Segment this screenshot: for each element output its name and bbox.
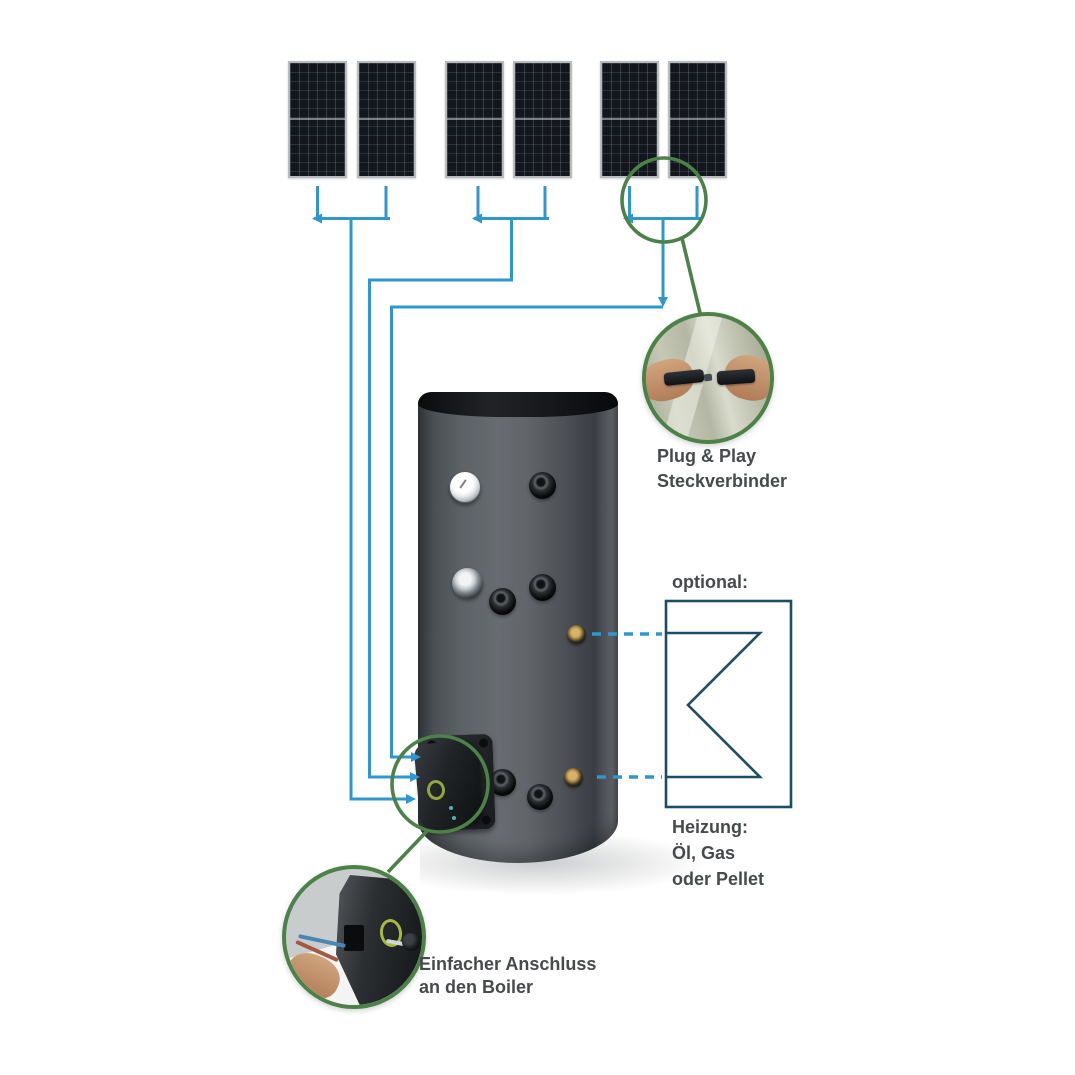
- caption-line: Einfacher Anschluss: [419, 954, 597, 974]
- control-box-led: [452, 816, 456, 820]
- heating-caption: Heizung: Öl, Gas oder Pellet: [672, 814, 764, 892]
- mc4-pin: [703, 373, 713, 382]
- caption-line: Plug & Play: [657, 446, 757, 466]
- pressure-gauge-icon: [449, 471, 481, 503]
- boiler-top-cap: [418, 392, 618, 417]
- boiler-port: [529, 574, 556, 601]
- boiler-port: [527, 784, 553, 810]
- optional-label: optional:: [672, 570, 748, 595]
- caption-line: oder Pellet: [672, 869, 765, 889]
- magnifier-leader-bottom: [386, 828, 430, 874]
- optional-heater-box: [664, 599, 793, 809]
- string-bracket-3: [390, 186, 701, 759]
- highlight-circle-control-box: [390, 734, 490, 834]
- photo-connector-slot: [344, 925, 364, 951]
- boiler-port: [489, 588, 516, 615]
- wire-arrowheads: [312, 213, 668, 804]
- plug-play-caption: Plug & Play Steckverbinder: [657, 444, 787, 494]
- caption-line: an den Boiler: [419, 977, 534, 997]
- solar-panel: [668, 61, 727, 178]
- boiler-connection-caption: Einfacher Anschluss an den Boiler: [419, 953, 596, 999]
- solar-panel: [600, 61, 659, 178]
- string-bracket-1: [314, 186, 409, 801]
- control-box-led: [449, 806, 453, 810]
- caption-line: Steckverbinder: [657, 471, 788, 491]
- dc-wire-1: [349, 218, 409, 801]
- boiler-port-brass-upper: [567, 625, 586, 644]
- sensor-knob: [402, 933, 420, 951]
- solar-panel: [513, 61, 572, 178]
- highlight-circles: [386, 156, 708, 874]
- caption-line: optional:: [672, 572, 748, 592]
- dc-wire-3: [390, 305, 663, 759]
- mc4-female-connector-icon: [716, 368, 756, 386]
- highlight-circle-connector: [620, 156, 708, 244]
- caption-line: Öl, Gas: [672, 843, 736, 863]
- magnifier-leader-top: [680, 237, 703, 318]
- dc-wire-2: [368, 218, 513, 779]
- heater-coil-symbol: [666, 631, 764, 779]
- boiler-port-silver: [452, 568, 483, 599]
- solar-panel: [288, 61, 347, 178]
- mc4-connector-photo-inset: [642, 312, 774, 444]
- boiler-port-brass-lower: [564, 768, 583, 787]
- string-bracket-2: [368, 186, 549, 779]
- boiler-connection-photo-inset: [282, 865, 426, 1009]
- solar-panel: [445, 61, 504, 178]
- solar-panel: [357, 61, 416, 178]
- dashed-connection-lines: [592, 632, 662, 779]
- caption-line: Heizung:: [672, 817, 748, 837]
- boiler-port: [529, 472, 556, 499]
